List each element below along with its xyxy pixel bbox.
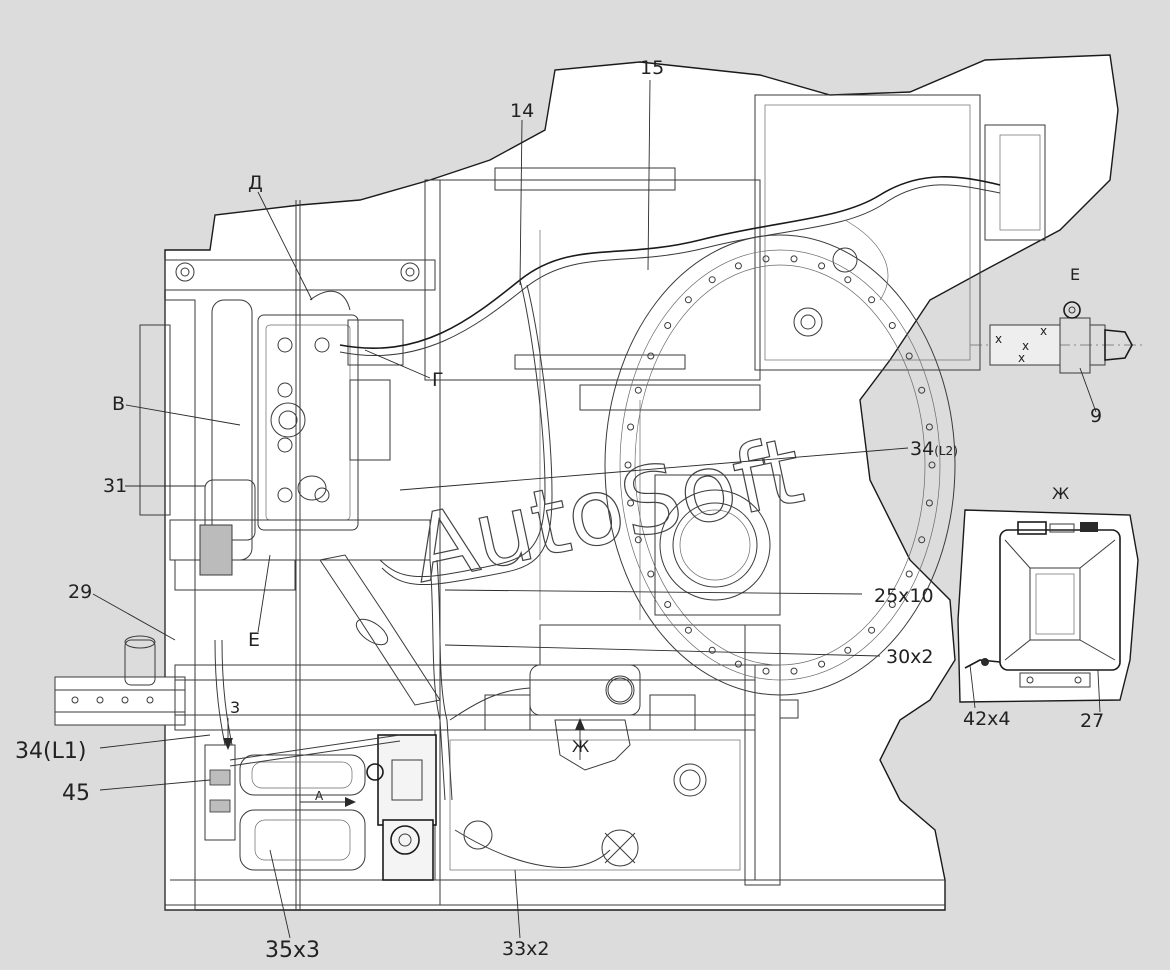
ring-bolt-hole	[790, 667, 798, 675]
ring-bolt-hole	[762, 255, 770, 263]
ring-bolt-hole	[918, 386, 926, 394]
pump-unit	[204, 734, 437, 881]
callout-d: Д	[248, 172, 263, 194]
callout-29: 29	[68, 581, 92, 603]
callout-33x2: 33x2	[502, 938, 550, 960]
callout-labels: 15 14 Д В Г 31 34(L2) 29 Е 25x10 30x2 3 …	[15, 57, 958, 963]
ring-bolt-hole	[888, 601, 896, 608]
ring-bolt-hole	[708, 646, 716, 654]
ring-bolt-hole	[647, 570, 655, 578]
callout-zh: Ж	[572, 737, 589, 756]
ring-bolt-hole	[664, 601, 672, 608]
callout-15: 15	[640, 57, 664, 79]
callout-e: Е	[248, 629, 260, 651]
ring-bolt-hole	[627, 499, 635, 507]
ring-bolt-hole	[684, 296, 692, 304]
ring-bolt-hole	[647, 352, 655, 360]
leader-lines	[92, 79, 1101, 939]
callout-42x4: 42x4	[963, 708, 1011, 730]
ring-bolt-hole	[925, 499, 933, 507]
callout-9: 9	[1090, 405, 1102, 427]
hose-routing	[214, 176, 1001, 868]
ring-bolt-hole	[627, 423, 635, 431]
engine-block	[124, 299, 441, 706]
ring-bolt-hole	[844, 646, 852, 654]
main-view-outline	[164, 54, 1119, 911]
callout-34-l2: 34(L2)	[910, 438, 958, 460]
ring-bolt-hole	[664, 322, 672, 329]
ring-bolt-hole	[818, 660, 826, 668]
callout-3: 3	[230, 698, 240, 717]
ring-bolt-hole	[888, 322, 896, 329]
ring-bolt-hole	[918, 536, 926, 544]
ring-bolt-hole	[624, 461, 632, 469]
ring-bolt-hole	[818, 262, 826, 270]
callout-34-l1: 34(L1)	[15, 739, 86, 764]
callout-45: 45	[62, 781, 90, 806]
ring-bolt-hole	[684, 626, 692, 634]
ring-bolt-hole	[734, 660, 742, 668]
callout-14: 14	[510, 100, 534, 122]
frame-structure	[54, 94, 1046, 911]
ring-bolt-hole	[734, 262, 742, 270]
ring-bolt-hole	[844, 276, 852, 284]
svg-text:x: x	[995, 332, 1002, 346]
ring-bolt-hole	[634, 536, 642, 544]
svg-text:x: x	[1018, 351, 1025, 365]
ring-bolt-hole	[868, 296, 876, 304]
callout-27: 27	[1080, 710, 1104, 732]
callout-a: A	[315, 789, 324, 803]
ring-bolt-hole	[925, 423, 933, 431]
callout-25x10: 25x10	[874, 585, 934, 607]
detail-zh-title: Ж	[1052, 484, 1069, 503]
ring-bolt-hole	[928, 461, 936, 469]
ring-bolt-hole	[634, 386, 642, 394]
slewing-ring	[604, 234, 956, 696]
callout-35x3: 35x3	[265, 938, 320, 963]
detail-view-e: Е x x x x 9	[970, 265, 1145, 427]
callout-31: 31	[103, 475, 127, 497]
callout-v: В	[112, 393, 125, 415]
svg-text:x: x	[1040, 324, 1047, 338]
detail-e-title: Е	[1070, 265, 1080, 284]
ring-bolt-hole	[905, 570, 913, 578]
ring-bolt-hole	[868, 626, 876, 634]
callout-g: Г	[432, 369, 444, 391]
ring-bolt-hole	[708, 276, 716, 284]
battery-boxes	[239, 664, 696, 871]
ring-bolt-hole	[790, 255, 798, 263]
ring-bolt-hole	[762, 667, 770, 675]
callout-30x2: 30x2	[886, 646, 934, 668]
svg-text:x: x	[1022, 339, 1029, 353]
detail-view-zh: Ж 42x4 27	[963, 484, 1121, 732]
ring-bolt-hole	[905, 352, 913, 360]
